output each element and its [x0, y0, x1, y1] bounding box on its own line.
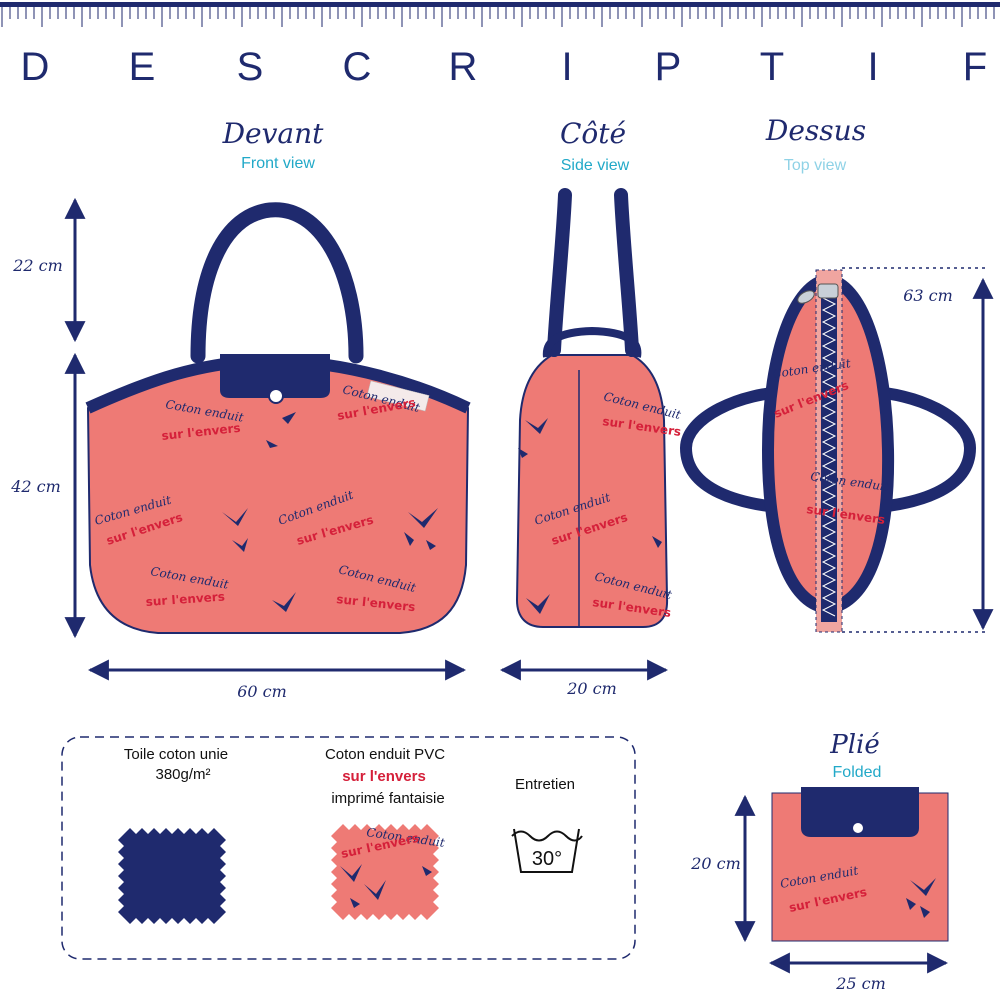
folded-view-subtitle: Folded [833, 764, 882, 781]
front-dimensions: 22 cm 42 cm 60 cm [10, 197, 467, 701]
care-label: Entretien [515, 776, 575, 793]
side-view-title: Côté [560, 117, 626, 150]
handle-height-label: 22 cm [12, 256, 63, 275]
snap-button-icon [268, 388, 284, 404]
wash-temperature: 30° [532, 848, 562, 870]
title-letter: P [655, 45, 682, 89]
side-dimensions: 20 cm [499, 659, 669, 698]
folded-bag: Coton enduit sur l'envers [771, 787, 949, 942]
front-bag-handle [190, 202, 364, 364]
bird-icon [340, 864, 432, 908]
title-letter: T [760, 45, 784, 89]
zipper-teeth [821, 297, 837, 617]
fabric-weight: 380g/m² [155, 766, 210, 783]
bird-icon [518, 418, 662, 614]
folded-bag-flap [801, 787, 919, 837]
fabric-label: Toile coton unie [124, 746, 228, 763]
side-view-subtitle: Side view [561, 157, 630, 174]
coated-label-red: sur l'envers [342, 768, 426, 785]
body-height-label: 42 cm [10, 477, 61, 496]
bird-icon [906, 878, 936, 918]
wash-30-icon: 30° [511, 828, 583, 873]
title-letter: E [129, 45, 156, 89]
title-letter: C [343, 45, 372, 89]
folded-width-label: 25 cm [835, 974, 886, 993]
top-view-title: Dessus [765, 114, 866, 147]
top-dimensions: 63 cm [842, 267, 994, 633]
title-letter: F [963, 45, 987, 89]
snap-button-icon [851, 821, 865, 835]
title-letter: I [867, 45, 878, 89]
folded-dimensions: 20 cm 25 cm [690, 794, 949, 993]
bird-icon [222, 412, 438, 612]
coated-label: Coton enduit PVC [325, 746, 445, 763]
pattern-text: sur l'envers [145, 589, 225, 608]
page-title: D E S C R I P T I F [21, 45, 988, 89]
top-view-subtitle: Top view [784, 157, 847, 174]
coated-fabric-swatch [331, 824, 439, 920]
top-length-label: 63 cm [903, 286, 953, 305]
front-view-title: Devant [222, 117, 325, 150]
plain-fabric-swatch [118, 828, 226, 924]
front-view-subtitle: Front view [241, 155, 315, 172]
side-bag-rim [542, 326, 642, 358]
top-bag-handle [679, 386, 791, 514]
ruler-decoration [0, 2, 1000, 27]
folded-view-title: Plié [829, 730, 880, 760]
title-letter: S [237, 45, 264, 89]
front-width-label: 60 cm [237, 682, 287, 701]
top-view-bag: Coton enduit sur l'envers Coton enduit s… [679, 269, 977, 633]
front-view-bag: Coton enduit sur l'envers Coton enduit s… [85, 202, 471, 634]
side-bag-body [515, 354, 669, 628]
title-letter: R [449, 45, 478, 89]
brand-label [366, 380, 430, 412]
top-bag-handle [865, 386, 977, 514]
front-bag-flap [220, 354, 330, 398]
side-view-bag: Coton enduit sur l'envers Coton enduit s… [515, 188, 682, 628]
side-width-label: 20 cm [566, 679, 617, 698]
title-letter: D [21, 45, 50, 89]
materials-box: Toile coton unie 380g/m² Coton enduit PV… [61, 736, 636, 960]
title-letter: I [561, 45, 572, 89]
zipper-pull-icon [797, 283, 839, 304]
folded-height-label: 20 cm [690, 854, 741, 873]
side-bag-handle [547, 188, 639, 357]
coated-label-print: imprimé fantaisie [331, 790, 444, 807]
